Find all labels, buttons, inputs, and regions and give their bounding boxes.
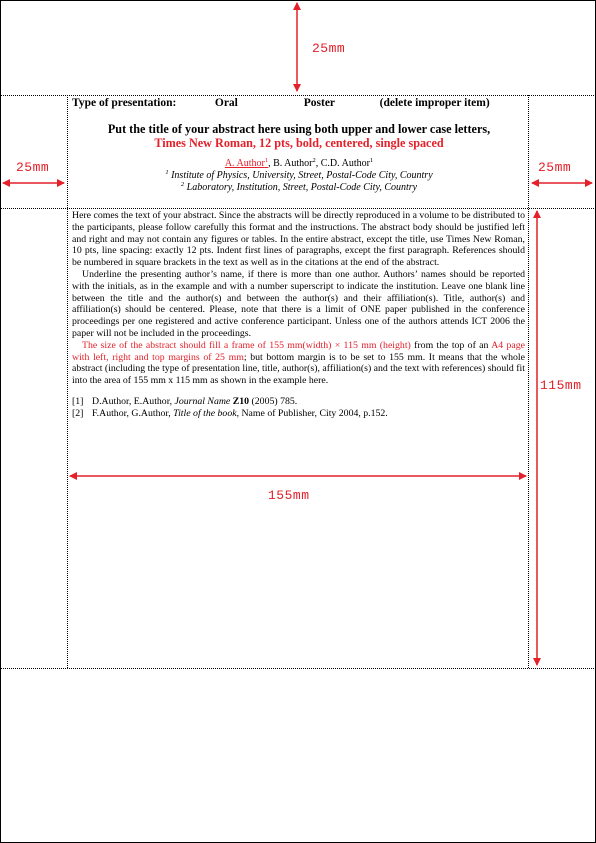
abstract-header: Type of presentation: Oral Poster (delet… [72,96,526,193]
right-guide-line [528,95,529,668]
body-paragraph-1: Here comes the text of your abstract. Si… [72,210,525,269]
right-margin-label: 25mm [538,160,572,175]
presenting-author: A. Author1 [224,157,269,169]
top-guide-line [0,95,596,96]
presentation-type-row: Type of presentation: Oral Poster (delet… [72,96,526,110]
title-line-2: Times New Roman, 12 pts, bold, centered,… [154,136,444,150]
abstract-body: Here comes the text of your abstract. Si… [72,210,525,420]
author-b: , B. Author [268,158,313,169]
delete-note: (delete improper item) [379,97,490,109]
width-label: 155mm [268,488,310,503]
option-oral: Oral [214,97,238,109]
presentation-type-label: Type of presentation: [72,97,177,109]
option-poster: Poster [303,97,336,109]
top-margin-label: 25mm [312,41,346,56]
middle-guide-line [0,208,596,209]
author-c: , C.D. Author [315,158,370,169]
affiliation-1: 1 Institute of Physics, University, Stre… [165,169,433,181]
bottom-guide-line [0,668,596,669]
references-list: [1] D.Author, E.Author, Journal Name Z10… [72,396,525,420]
left-guide-line [67,95,68,668]
body-paragraph-3: The size of the abstract should fill a f… [72,339,526,387]
height-label: 115mm [540,378,582,393]
reference-item: [2] F.Author, G.Author, Title of the boo… [72,407,388,419]
body-paragraph-2: Underline the presenting author’s name, … [72,268,525,339]
authors-line: A. Author1, B. Author2, C.D. Author1 [224,157,374,169]
abstract-title: Put the title of your abstract here usin… [72,122,526,150]
affiliation-2: 2 Laboratory, Institution, Street, Posta… [180,180,418,193]
title-line-1: Put the title of your abstract here usin… [107,122,491,136]
reference-item: [1] D.Author, E.Author, Journal Name Z10… [72,395,298,407]
left-margin-label: 25mm [16,160,50,175]
